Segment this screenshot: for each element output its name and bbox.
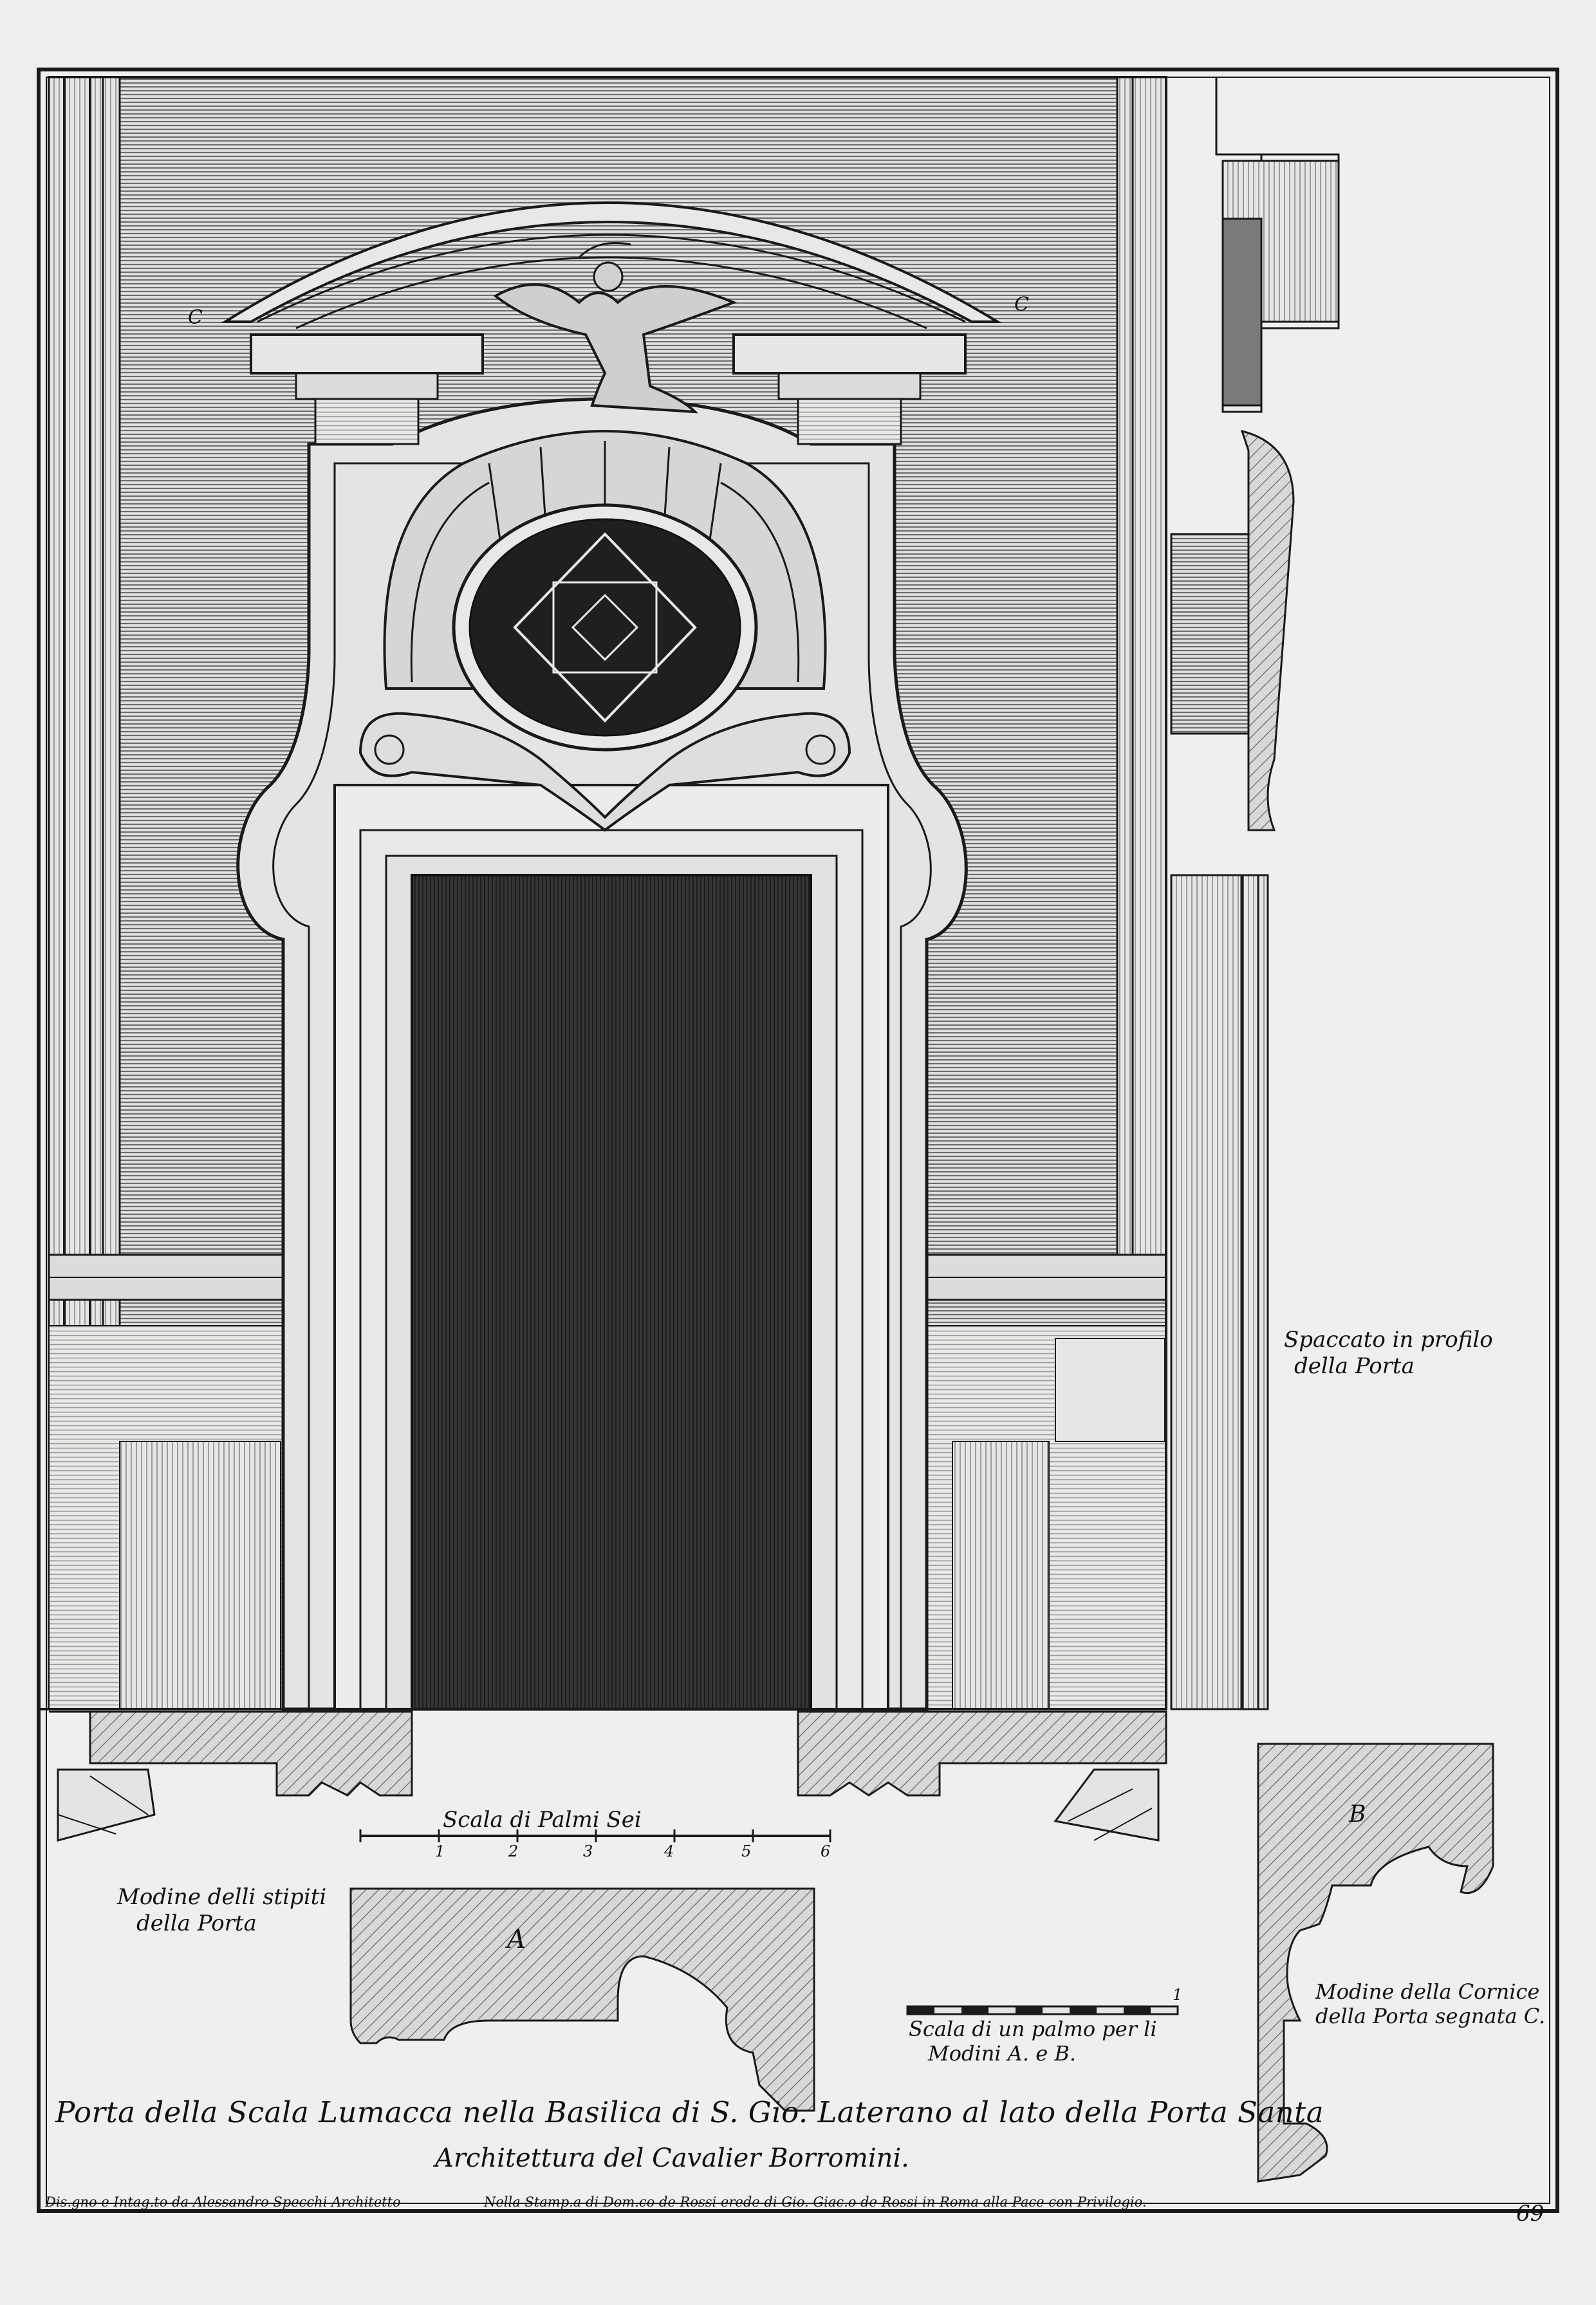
label-stipiti-line2: della Porta <box>136 1910 257 1936</box>
molding-profile-a <box>349 1887 815 2112</box>
scale-modini-caption: Scala di un palmo per li Modini A. e B. <box>909 2017 1157 2066</box>
scale-palmi-title: Scala di Palmi Sei <box>443 1807 642 1833</box>
scale-tick-6: 6 <box>821 1842 831 1860</box>
label-c-right: C <box>1014 293 1029 316</box>
label-profile-line1: Spaccato in profilo <box>1284 1327 1493 1353</box>
label-cornice-line2: della Porta segnata C. <box>1315 2004 1546 2029</box>
label-letter-b: B <box>1349 1801 1366 1828</box>
shell-cartouche <box>358 430 851 832</box>
eagle-ornament-icon <box>493 242 738 414</box>
scale-modini-tick: 1 <box>1173 1986 1183 2004</box>
scale-bar-palmi <box>359 1829 831 1842</box>
pediment <box>221 201 1003 445</box>
scale-tick-4: 4 <box>664 1842 674 1860</box>
page-number: 69 <box>1516 2201 1545 2226</box>
scale-tick-5: 5 <box>741 1842 752 1860</box>
label-c-left: C <box>188 306 203 329</box>
scale-modini-line1: Scala di un palmo per li <box>909 2017 1157 2041</box>
plate-border <box>37 68 1559 2213</box>
scale-tick-3: 3 <box>583 1842 593 1860</box>
label-profile-section: Spaccato in profilo della Porta <box>1284 1327 1493 1380</box>
label-profile-line2: della Porta <box>1294 1353 1415 1379</box>
scale-bar-modini <box>906 2005 1179 2015</box>
label-stipiti-line1: Modine delli stipiti <box>117 1884 327 1910</box>
scale-tick-1: 1 <box>435 1842 445 1860</box>
label-stipiti: Modine delli stipiti della Porta <box>117 1884 326 1937</box>
credit-right: Nella Stamp.a di Dom.co de Rossi erede d… <box>484 2194 1147 2210</box>
molding-profile-b <box>1257 1743 1494 2183</box>
door-opening <box>411 874 812 1710</box>
scale-modini-line2: Modini A. e B. <box>928 2041 1077 2066</box>
credit-left: Dis.gno e Intag.to da Alessandro Specchi… <box>45 2194 401 2210</box>
door-plan <box>39 1708 1167 1842</box>
scale-tick-2: 2 <box>508 1842 519 1860</box>
plate-subtitle: Architettura del Cavalier Borromini. <box>435 2143 909 2173</box>
label-letter-a: A <box>507 1925 526 1954</box>
label-cornice-line1: Modine della Cornice <box>1315 1979 1540 2004</box>
plate-title: Porta della Scala Lumacca nella Basilica… <box>55 2095 1324 2129</box>
label-cornice: Modine della Cornice della Porta segnata… <box>1315 1979 1545 2029</box>
profile-section <box>1165 77 1340 1710</box>
